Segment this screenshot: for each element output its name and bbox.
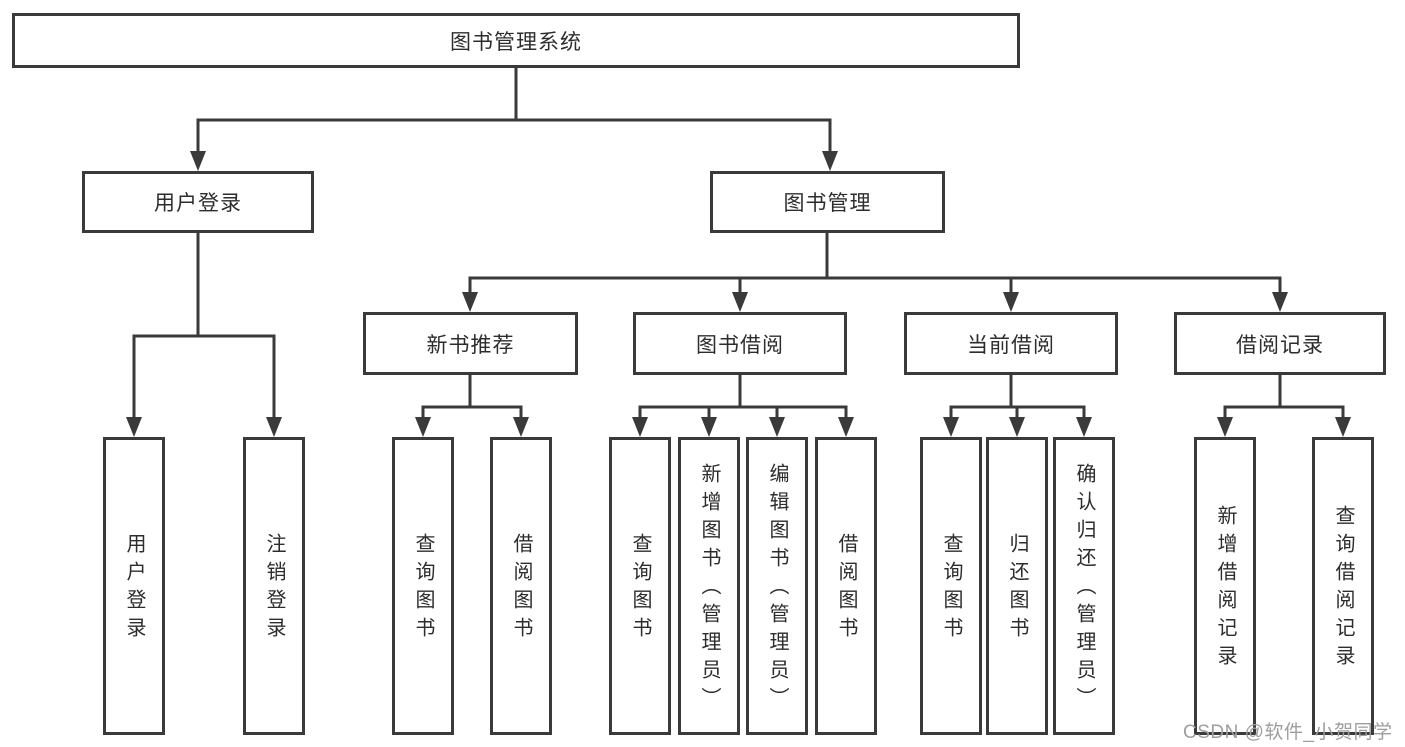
node-user-login: 用户登录 (82, 171, 314, 233)
connector-borrow-records (1217, 373, 1351, 437)
csdn-watermark: CSDN @软件_小贺同学 (1183, 722, 1393, 743)
connector-root-to-level1 (190, 66, 838, 171)
node-current-borrow: 当前借阅 (904, 312, 1118, 375)
leaf-logout-login: 注销登录 (243, 437, 305, 735)
leaf-current-confirm-return-admin: 确认归还（管理员） (1053, 437, 1115, 735)
leaf-user-login: 用户登录 (103, 437, 165, 735)
leaf-borrow-add-book-admin: 新增图书（管理员） (678, 437, 740, 735)
leaf-borrow-borrow-book: 借阅图书 (815, 437, 877, 735)
leaf-newrec-query-book: 查询图书 (392, 437, 454, 735)
leaf-newrec-borrow-book: 借阅图书 (490, 437, 552, 735)
node-new-book-recommend: 新书推荐 (363, 312, 578, 375)
leaf-record-add-borrow-record: 新增借阅记录 (1194, 437, 1256, 735)
leaf-record-query-borrow-record: 查询借阅记录 (1312, 437, 1374, 735)
leaf-borrow-query-book: 查询图书 (609, 437, 671, 735)
connector-book-management-branch (462, 231, 1288, 312)
node-book-borrow: 图书借阅 (633, 312, 847, 375)
connector-user-login-branch (126, 231, 282, 437)
connector-book-borrow (632, 373, 854, 437)
leaf-current-query-book: 查询图书 (920, 437, 982, 735)
leaf-borrow-edit-book-admin: 编辑图书（管理员） (746, 437, 808, 735)
leaf-current-return-book: 归还图书 (986, 437, 1048, 735)
connector-new-book-recommend (415, 373, 529, 437)
node-library-system: 图书管理系统 (12, 13, 1020, 68)
node-borrow-records: 借阅记录 (1174, 312, 1386, 375)
node-book-management: 图书管理 (710, 171, 945, 233)
connector-current-borrow (943, 373, 1092, 437)
